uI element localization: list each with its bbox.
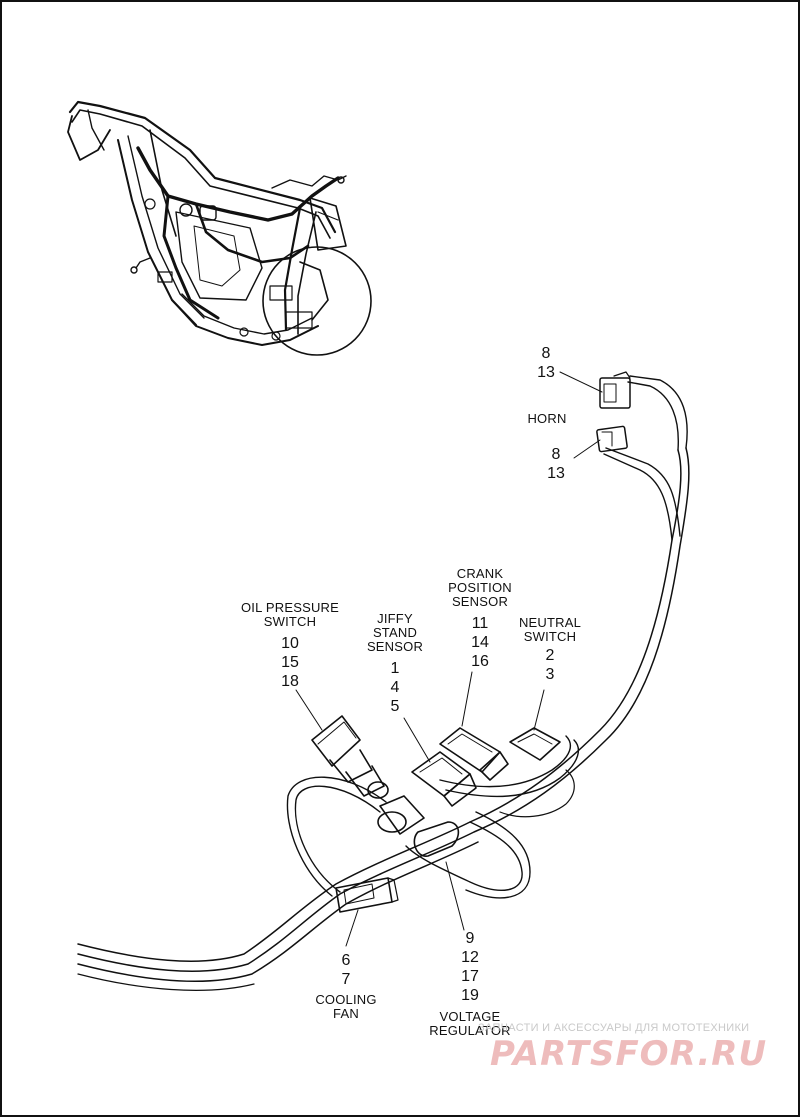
- oil-pressure-num-3: 18: [281, 673, 299, 690]
- cooling-fan-label-1: COOLING: [315, 992, 377, 1007]
- voltage-regulator-connector: [413, 821, 460, 857]
- jiffy-stand-connector: [377, 751, 477, 835]
- horn-top-num-2: 13: [537, 364, 555, 381]
- leader-lines: [295, 371, 603, 947]
- neutral-switch-num-2: 3: [545, 666, 555, 683]
- voltage-regulator-label-2: REGULATOR: [429, 1023, 511, 1038]
- voltage-regulator-num-4: 19: [461, 987, 479, 1004]
- jiffy-stand-num-2: 4: [390, 679, 400, 696]
- cooling-fan-connector: [335, 877, 399, 913]
- main-harness: [77, 375, 690, 991]
- jiffy-stand-num-3: 5: [390, 698, 400, 715]
- voltage-regulator-num-3: 17: [461, 968, 479, 985]
- jiffy-stand-label-2: STAND: [372, 625, 418, 640]
- crank-position-num-1: 11: [471, 615, 489, 632]
- voltage-regulator-num-1: 9: [465, 930, 475, 947]
- crank-position-label-1: CRANK: [456, 566, 504, 581]
- oil-pressure-label-2: SWITCH: [263, 614, 317, 629]
- jiffy-stand-label-1: JIFFY: [377, 611, 413, 626]
- neutral-switch-connector: [509, 727, 561, 761]
- crank-position-label-3: SENSOR: [451, 594, 509, 609]
- oil-pressure-num-2: 15: [281, 654, 299, 671]
- cooling-fan-num-2: 7: [341, 971, 351, 988]
- cooling-fan-label-2: FAN: [333, 1006, 359, 1021]
- oil-pressure-num-1: 10: [281, 635, 299, 652]
- crank-position-num-2: 14: [471, 634, 489, 651]
- motorcycle-frame-thumbnail: [67, 100, 372, 356]
- crank-position-label-2: POSITION: [448, 580, 512, 595]
- horn-connectors: [596, 371, 631, 453]
- oil-pressure-label-1: OIL PRESSURE: [240, 600, 339, 615]
- neutral-switch-num-1: 2: [545, 647, 555, 664]
- horn-label: HORN: [527, 411, 567, 426]
- oil-pressure-connector: [311, 715, 389, 799]
- neutral-switch-label-2: SWITCH: [523, 629, 577, 644]
- voltage-regulator-num-2: 12: [461, 949, 479, 966]
- horn-bottom-num-1: 8: [551, 446, 561, 463]
- neutral-switch-label-1: NEUTRAL: [518, 615, 582, 630]
- voltage-regulator-label-1: VOLTAGE: [439, 1009, 501, 1024]
- watermark-logo: PARTSFOR.RU: [490, 1034, 768, 1074]
- horn-bottom-num-2: 13: [547, 465, 565, 482]
- cooling-fan-num-1: 6: [341, 952, 351, 969]
- crank-position-num-3: 16: [471, 653, 489, 670]
- jiffy-stand-label-3: SENSOR: [366, 639, 424, 654]
- jiffy-stand-num-1: 1: [390, 660, 400, 677]
- crank-position-connector: [439, 727, 509, 781]
- watermark-text: ЗАПЧАСТИ И АКСЕССУАРЫ ДЛЯ МОТОТЕХНИКИ: [478, 1022, 750, 1034]
- horn-top-num-1: 8: [541, 345, 551, 362]
